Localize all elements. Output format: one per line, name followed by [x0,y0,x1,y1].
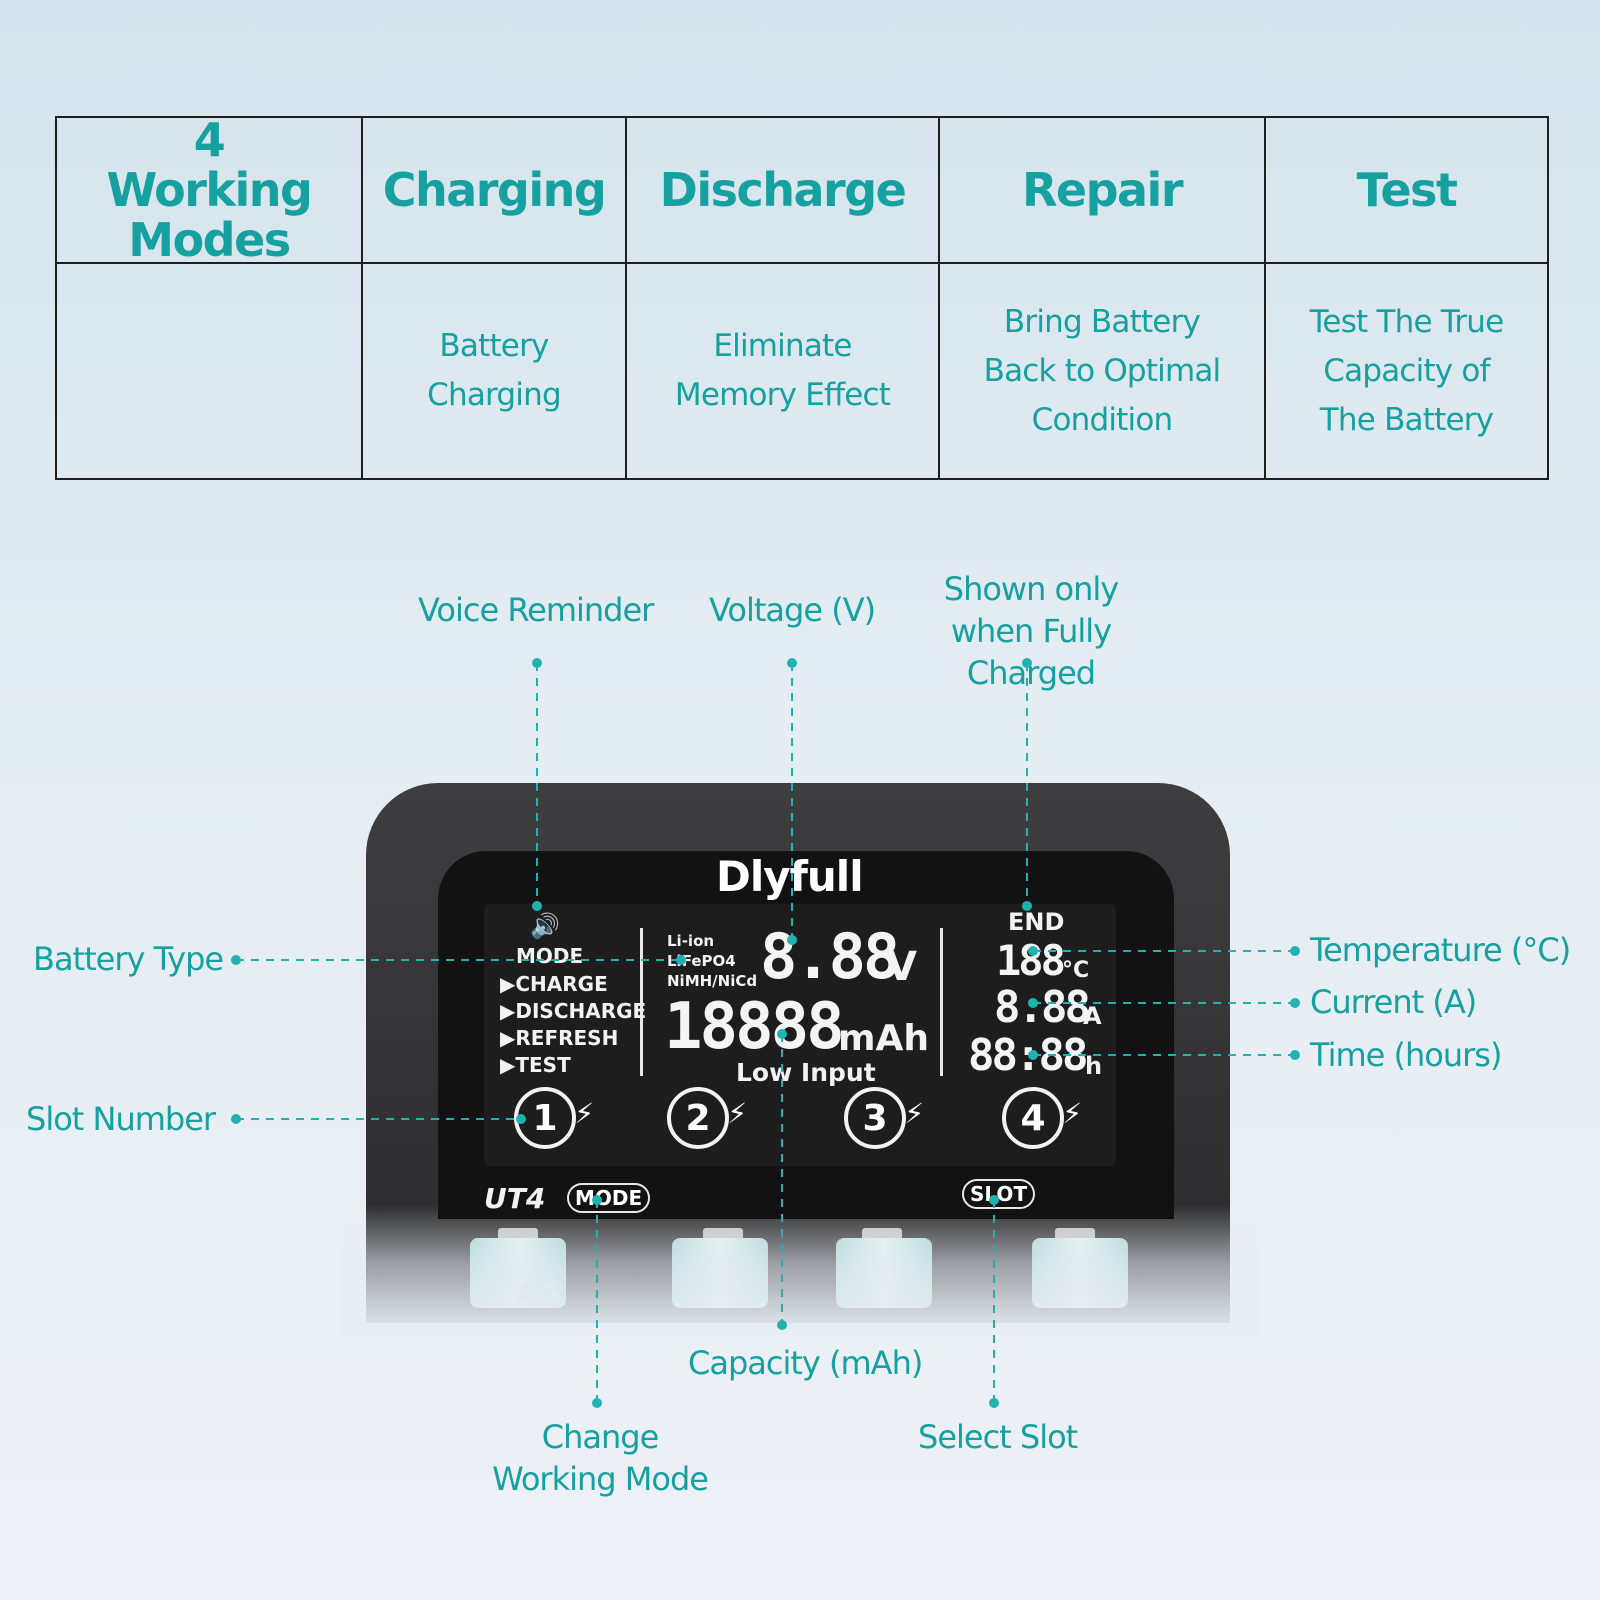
end-indicator: END [1008,908,1065,936]
speaker-icon: 🔊 [530,912,560,940]
slot-number-text: 2 [685,1097,711,1139]
slot-number-text: 4 [1020,1097,1046,1139]
mode-button[interactable]: MODE [567,1183,651,1213]
mode-discharge: ▶DISCHARGE [500,999,647,1023]
label-temperature: Temperature (°C) [1310,931,1571,969]
mode-desc-discharge-text: Eliminate Memory Effect [674,328,891,413]
mode-header-charging: Charging [363,118,627,264]
mode-indicator: MODE [516,944,584,968]
mode-header-discharge: Discharge [627,118,940,264]
mode-desc-charging: Battery Charging [363,264,627,478]
mode-charge: ▶CHARGE [500,972,608,996]
mode-desc-repair: Bring Battery Back to Optimal Condition [940,264,1266,478]
chem-nimh: NiMH/NiCd [667,972,758,990]
slot-indicator-4: 4⚡ [1002,1087,1082,1149]
mode-desc-charging-text: Battery Charging [427,328,562,413]
slot-number-text: 3 [862,1097,888,1139]
lightning-icon: ⚡ [727,1097,747,1130]
slot-indicator-3: 3⚡ [844,1087,924,1149]
label-fully-charged: Shown only when Fully Charged [943,570,1119,692]
time-unit: h [1085,1052,1103,1080]
label-battery-type: Battery Type [33,940,224,978]
capacity-unit: mAh [838,1018,930,1059]
lightning-icon: ⚡ [1062,1097,1082,1130]
temperature-readout: 188 [996,936,1066,985]
empty-cell [57,264,363,478]
voltage-unit: V [886,944,917,990]
capacity-readout: 18888 [664,990,845,1064]
mode-desc-discharge: Eliminate Memory Effect [627,264,940,478]
lightning-icon: ⚡ [904,1097,924,1130]
mode-test: ▶TEST [500,1053,571,1077]
low-input-indicator: Low Input [736,1058,876,1087]
voltage-readout: 8.88 [760,920,900,993]
working-modes-table: 4 Working Modes Charging Discharge Repai… [55,113,1549,480]
mode-refresh: ▶REFRESH [500,1026,619,1050]
label-change-mode: Change Working Mode [492,1418,709,1498]
label-voltage: Voltage (V) [709,591,876,629]
mode-desc-test: Test The True Capacity of The Battery [1266,264,1547,478]
lightning-icon: ⚡ [574,1097,594,1130]
current-unit: A [1083,1002,1102,1030]
table-title-text: 4 Working Modes [106,113,313,267]
model-label: UT4 [484,1182,546,1215]
label-voice-reminder: Voice Reminder [418,591,654,629]
slot-indicator-1: 1⚡ [514,1087,594,1149]
label-capacity: Capacity (mAh) [688,1344,923,1382]
mode-desc-test-text: Test The True Capacity of The Battery [1309,303,1505,438]
chem-liion: Li-ion [667,932,715,950]
slot-number-text: 1 [532,1097,558,1139]
slot-indicator-2: 2⚡ [667,1087,747,1149]
table-title: 4 Working Modes [57,113,363,267]
mode-header-repair: Repair [940,118,1266,264]
current-readout: 8.88 [994,982,1091,1033]
label-current: Current (A) [1310,983,1477,1021]
label-slot-number: Slot Number [26,1100,216,1138]
mode-header-test: Test [1266,118,1547,264]
mode-desc-repair-text: Bring Battery Back to Optimal Condition [983,303,1222,438]
temperature-unit: °C [1062,958,1090,983]
label-select-slot: Select Slot [918,1418,1078,1456]
brand-logo: Dlyfull [716,852,864,901]
label-time: Time (hours) [1310,1036,1502,1074]
